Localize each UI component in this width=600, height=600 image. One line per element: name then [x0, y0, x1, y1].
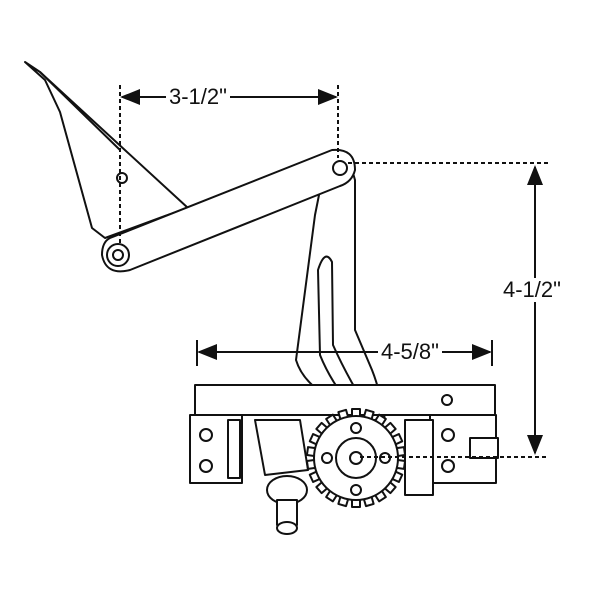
- height-label: 4-1/2": [500, 278, 564, 302]
- arm-span-label: 3-1/2": [166, 85, 230, 109]
- link-arm: [101, 148, 356, 273]
- mounting-bracket: [24, 61, 189, 239]
- base-width-label: 4-5/8": [378, 340, 442, 364]
